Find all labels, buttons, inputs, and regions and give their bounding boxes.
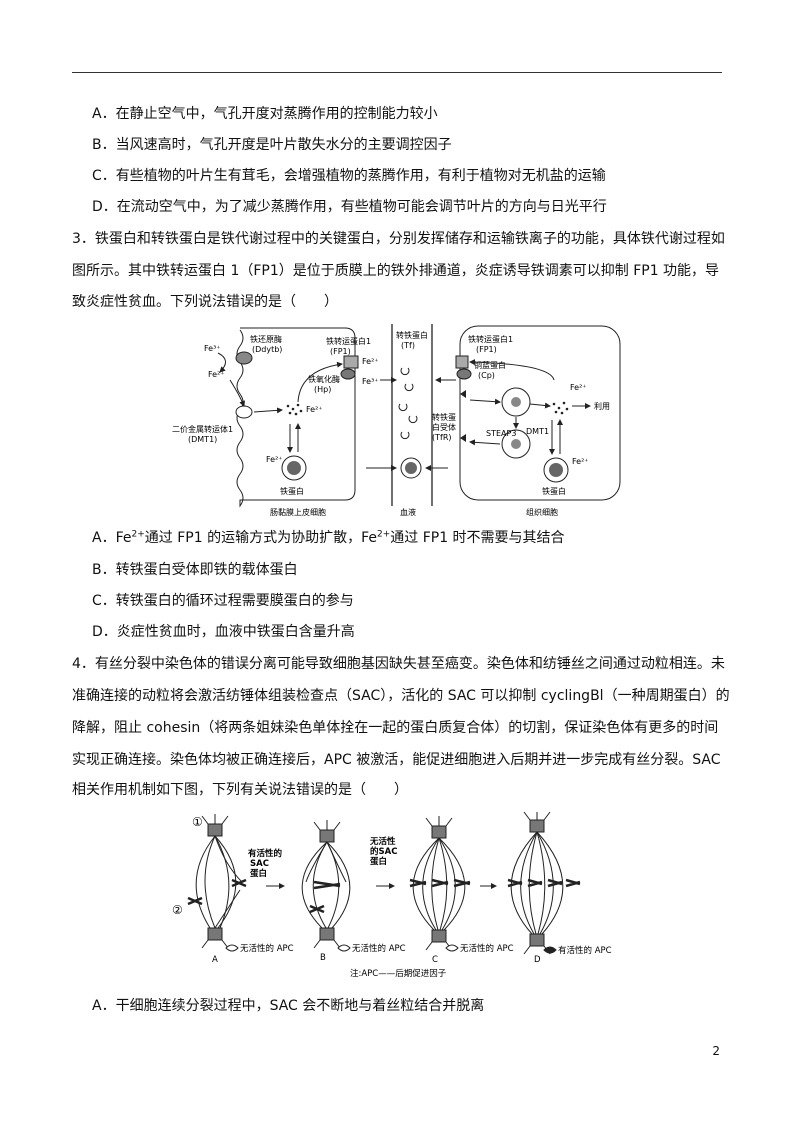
svg-text:无活性的 APC: 无活性的 APC bbox=[240, 943, 294, 954]
q4-stem-line2: 准确连接的动粒将会激活纺锤体组装检查点（SAC），活化的 SAC 可以抑制 cy… bbox=[72, 688, 730, 704]
svg-text:铁转运蛋白1: 铁转运蛋白1 bbox=[326, 336, 371, 346]
svg-text:(Hp): (Hp) bbox=[314, 385, 331, 394]
svg-text:(Ddytb): (Ddytb) bbox=[252, 345, 282, 354]
svg-text:无活性: 无活性 bbox=[369, 836, 396, 847]
q3-stem-line3: 致炎症性贫血。下列说法错误的是（ ） bbox=[72, 294, 338, 310]
q3-option-c: C．转铁蛋白的循环过程需要膜蛋白的参与 bbox=[92, 593, 354, 609]
svg-text:肠黏膜上皮细胞: 肠黏膜上皮细胞 bbox=[270, 507, 326, 517]
svg-text:②: ② bbox=[172, 903, 183, 917]
q4-option-a: A．干细胞连续分裂过程中，SAC 会不断地与着丝粒结合并脱离 bbox=[92, 998, 485, 1014]
q3-option-b: B．转铁蛋白受体即铁的载体蛋白 bbox=[92, 562, 298, 578]
svg-text:Fe³⁺: Fe³⁺ bbox=[204, 344, 221, 353]
svg-text:Fe²⁺: Fe²⁺ bbox=[266, 455, 283, 464]
svg-text:蛋白: 蛋白 bbox=[250, 868, 267, 879]
q4-stem-line4: 实现正确连接。染色体均被正确连接后，APC 被激活，能促进细胞进入后期并进一步完… bbox=[72, 752, 721, 768]
cell-a bbox=[187, 814, 247, 949]
q2-option-d: D．在流动空气中，为了减少蒸腾作用，有些植物可能会调节叶片的方向与日光平行 bbox=[92, 199, 607, 215]
svg-text:DMT1: DMT1 bbox=[526, 427, 549, 436]
cell-b bbox=[301, 820, 351, 949]
svg-text:Fe²⁺: Fe²⁺ bbox=[208, 370, 225, 379]
cell-d bbox=[507, 811, 581, 955]
iron-metabolism-figure: 铁还原酶 (Ddytb) Fe³⁺ Fe²⁺ 二价金属转运体1 (DMT1) F… bbox=[170, 320, 630, 522]
svg-text:SAC: SAC bbox=[250, 859, 269, 869]
cell-c bbox=[409, 816, 471, 951]
sac-mechanism-figure: ① ② 有活性的 SAC 蛋白 无活性 的SAC 蛋白 无活性的 APC 无活性… bbox=[170, 810, 630, 984]
svg-text:有活性的 APC: 有活性的 APC bbox=[558, 945, 612, 956]
svg-text:Fe²⁺: Fe²⁺ bbox=[572, 457, 589, 466]
svg-text:的SAC: 的SAC bbox=[370, 846, 397, 857]
svg-text:利用: 利用 bbox=[594, 401, 610, 411]
header-rule bbox=[72, 72, 722, 73]
svg-text:铁氧化酶: 铁氧化酶 bbox=[308, 374, 340, 384]
q4-stem-line3: 降解，阻止 cohesin（将两条姐妹染色单体拴在一起的蛋白质复合体）的切割，保… bbox=[72, 720, 719, 736]
svg-text:Fe²⁺: Fe²⁺ bbox=[362, 357, 379, 366]
page-number: 2 bbox=[712, 1044, 720, 1058]
q3-stem-line2: 图所示。其中铁转运蛋白 1（FP1）是位于质膜上的铁外排通道，炎症诱导铁调素可以… bbox=[72, 263, 720, 279]
svg-text:铁蛋白: 铁蛋白 bbox=[542, 486, 566, 496]
svg-text:A: A bbox=[212, 955, 218, 965]
svg-text:白受体: 白受体 bbox=[432, 422, 456, 432]
svg-text:(DMT1): (DMT1) bbox=[188, 435, 217, 444]
svg-text:STEAP3: STEAP3 bbox=[486, 429, 516, 438]
svg-text:血液: 血液 bbox=[400, 507, 416, 517]
svg-text:铁转运蛋白1: 铁转运蛋白1 bbox=[468, 334, 513, 344]
svg-text:(FP1): (FP1) bbox=[476, 345, 497, 354]
svg-text:无活性的 APC: 无活性的 APC bbox=[352, 943, 406, 954]
q2-option-b: B．当风速高时，气孔开度是叶片散失水分的主要调控因子 bbox=[92, 137, 452, 153]
svg-text:Fe³⁺: Fe³⁺ bbox=[362, 377, 379, 386]
svg-text:二价金属转运体1: 二价金属转运体1 bbox=[172, 424, 233, 434]
svg-text:注:APC——后期促进因子: 注:APC——后期促进因子 bbox=[350, 968, 447, 979]
q2-option-a: A．在静止空气中，气孔开度对蒸腾作用的控制能力较小 bbox=[92, 106, 438, 122]
q3-option-a: A．Fe2+通过 FP1 的运输方式为协助扩散，Fe2+通过 FP1 时不需要与… bbox=[92, 529, 565, 546]
q3-option-d: D．炎症性贫血时，血液中铁蛋白含量升高 bbox=[92, 624, 355, 640]
q2-option-c: C．有些植物的叶片生有茸毛，会增强植物的蒸腾作用，有利于植物对无机盐的运输 bbox=[92, 168, 606, 184]
svg-text:蛋白: 蛋白 bbox=[370, 856, 387, 867]
svg-text:(TfR): (TfR) bbox=[432, 433, 452, 442]
svg-text:(FP1): (FP1) bbox=[330, 347, 351, 356]
svg-text:(Cp): (Cp) bbox=[478, 371, 495, 380]
q3-stem-line1: 3．铁蛋白和转铁蛋白是铁代谢过程中的关键蛋白，分别发挥储存和运输铁离子的功能，具… bbox=[72, 231, 725, 247]
svg-text:Fe²⁺: Fe²⁺ bbox=[570, 383, 587, 392]
q4-stem-line5: 相关作用机制如下图，下列有关说法错误的是（ ） bbox=[72, 782, 408, 798]
svg-text:B: B bbox=[320, 953, 326, 963]
svg-text:C: C bbox=[432, 955, 438, 965]
svg-text:组织细胞: 组织细胞 bbox=[526, 507, 558, 517]
svg-text:铜蓝蛋白: 铜蓝蛋白 bbox=[474, 360, 506, 370]
svg-text:铁还原酶: 铁还原酶 bbox=[250, 334, 282, 344]
svg-text:Fe²⁺: Fe²⁺ bbox=[306, 405, 323, 414]
svg-text:D: D bbox=[534, 955, 541, 965]
svg-text:转铁蛋白: 转铁蛋白 bbox=[396, 330, 428, 340]
svg-text:(Tf): (Tf) bbox=[401, 341, 415, 350]
svg-text:转铁蛋: 转铁蛋 bbox=[432, 412, 456, 422]
svg-text:有活性的: 有活性的 bbox=[248, 848, 283, 859]
svg-text:①: ① bbox=[192, 815, 203, 829]
q4-stem-line1: 4．有丝分裂中染色体的错误分离可能导致细胞基因缺失甚至癌变。染色体和纺锤丝之间通… bbox=[72, 656, 725, 672]
svg-text:无活性的 APC: 无活性的 APC bbox=[460, 943, 514, 954]
svg-text:铁蛋白: 铁蛋白 bbox=[280, 486, 304, 496]
intestine-cell-membrane bbox=[236, 327, 356, 508]
tissue-cell bbox=[459, 325, 621, 501]
